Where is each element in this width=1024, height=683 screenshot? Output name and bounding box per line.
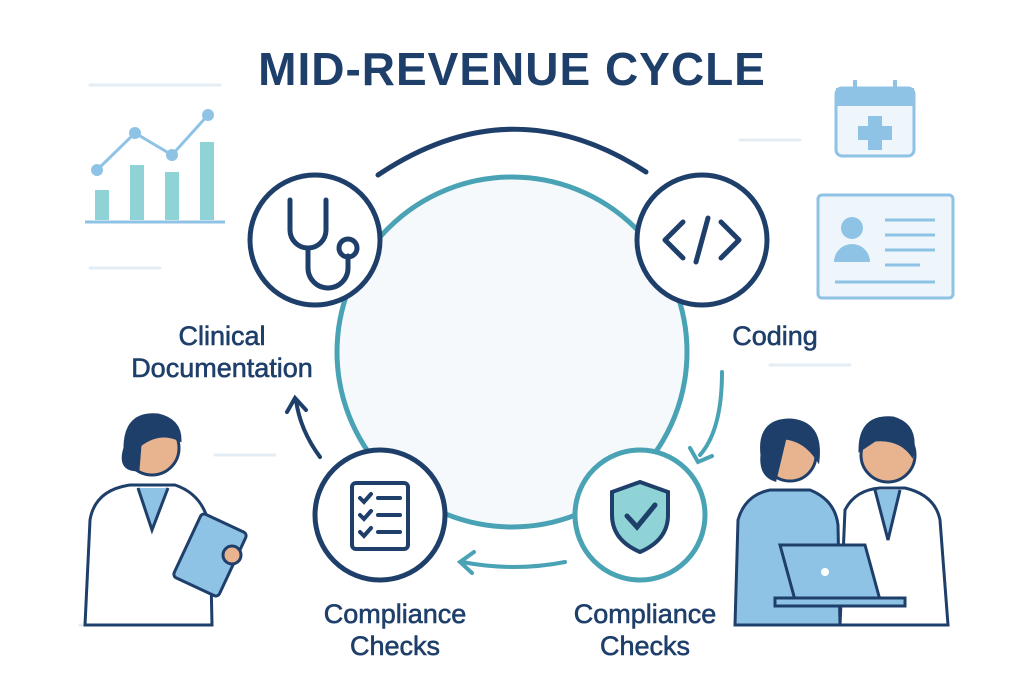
label-clinical-documentation: Clinical Documentation (112, 320, 332, 384)
label-line: Checks (349, 631, 441, 662)
label-line: Compliance (323, 599, 467, 630)
code-node[interactable] (634, 172, 770, 308)
checklist-node[interactable] (312, 447, 448, 583)
label-compliance-checks-left: Compliance Checks (295, 598, 495, 662)
label-line: Checks (599, 631, 691, 662)
arrow-compliance-to-clinical (294, 398, 322, 459)
checklist-icon (350, 481, 410, 551)
stethoscope-icon (287, 197, 360, 291)
shield-node[interactable] (572, 447, 708, 583)
label-line: Coding (732, 321, 818, 352)
two-staff-with-laptop-illustration (733, 416, 950, 627)
arrow-coding-to-compliance (698, 370, 724, 457)
arrow-compliance-to-compliance (460, 560, 567, 569)
label-line: Clinical (178, 321, 266, 352)
cycle-center-circle (334, 174, 690, 530)
shield-check-icon (610, 479, 670, 555)
label-line: Compliance (573, 599, 717, 630)
doctor-with-clipboard-illustration (83, 413, 248, 627)
page-title: MID-REVENUE CYCLE (258, 43, 766, 95)
calendar-medical-icon (834, 80, 916, 158)
bar-chart-icon (85, 109, 225, 224)
stethoscope-node[interactable] (247, 172, 383, 308)
label-coding: Coding (715, 320, 835, 352)
id-card-icon (816, 193, 955, 300)
label-line: Documentation (131, 353, 313, 384)
label-compliance-checks-right: Compliance Checks (545, 598, 745, 662)
code-icon (662, 215, 742, 265)
top-arc (375, 126, 649, 178)
